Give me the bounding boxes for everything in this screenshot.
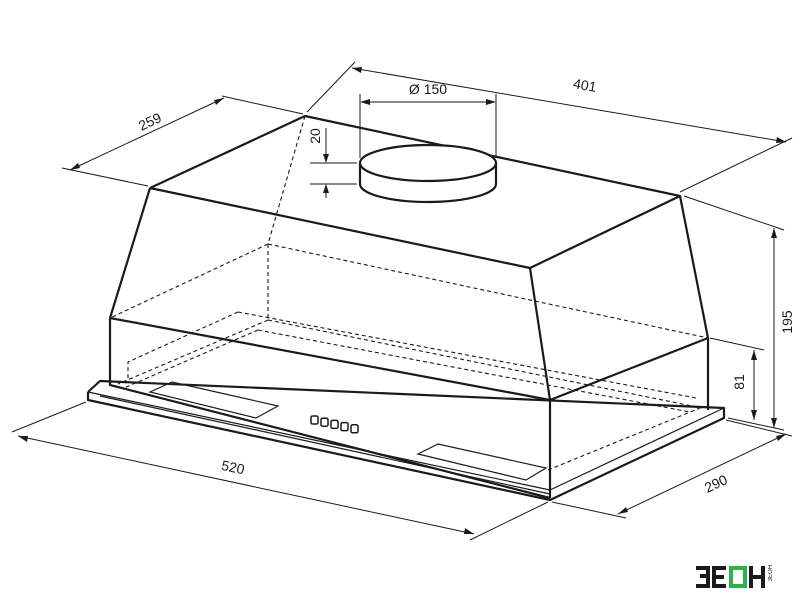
dimension-lines [11,61,793,541]
control-button-3 [330,419,339,430]
dim-81-label: 81 [731,374,747,390]
dim-259-label: 259 [136,109,164,133]
dim-diameter-label: Ø 150 [409,81,447,97]
dim-20-label: 20 [307,128,323,144]
dim-195-label: 195 [779,310,795,334]
control-buttons [310,415,359,434]
control-button-4 [340,421,349,432]
hidden-edges [109,115,709,471]
hood-body-outline [86,114,726,502]
brand-logo-mark [696,566,765,588]
dim-520-label: 520 [220,457,246,478]
control-button-2 [320,417,329,427]
control-button-5 [350,424,359,434]
brand-logo: ЗЕОН [694,562,798,594]
dim-401-label: 401 [572,75,598,95]
control-button-1 [310,415,319,425]
brand-logo-subtext: ЗЕОН [768,565,774,582]
filter-panels [148,381,548,481]
duct-collar [358,143,498,204]
dim-290-label: 290 [702,471,730,495]
